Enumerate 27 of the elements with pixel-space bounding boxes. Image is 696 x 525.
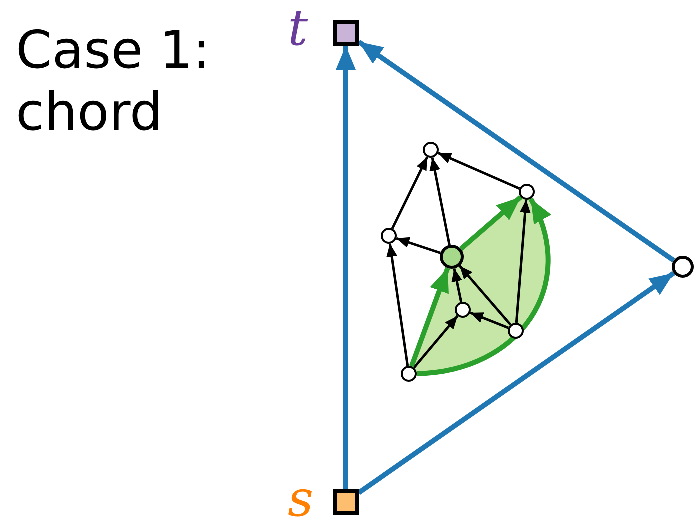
arrow [459, 195, 523, 252]
arrow [458, 265, 512, 326]
arrow [336, 46, 356, 489]
arrow [391, 156, 429, 230]
node-label: s [288, 474, 314, 524]
arrow [409, 267, 450, 368]
arrow [438, 152, 520, 190]
arrow [470, 312, 510, 330]
arrow [452, 268, 463, 302]
circle-node [381, 228, 397, 244]
circle-node [401, 366, 417, 382]
square-node [333, 489, 359, 515]
node-label: t [288, 3, 308, 53]
arrow [430, 158, 451, 246]
case-heading: Case 1: chord [16, 20, 212, 144]
arrow [358, 40, 676, 263]
arrow [386, 244, 410, 366]
arrow [416, 198, 551, 376]
arrow [396, 237, 442, 254]
circle-node [672, 256, 694, 278]
arrow [358, 271, 676, 495]
square-node [333, 20, 359, 46]
arrow [413, 315, 459, 369]
circle-node [423, 142, 439, 158]
circle-node [440, 245, 464, 269]
arrow [515, 200, 531, 324]
circle-node [519, 184, 535, 200]
